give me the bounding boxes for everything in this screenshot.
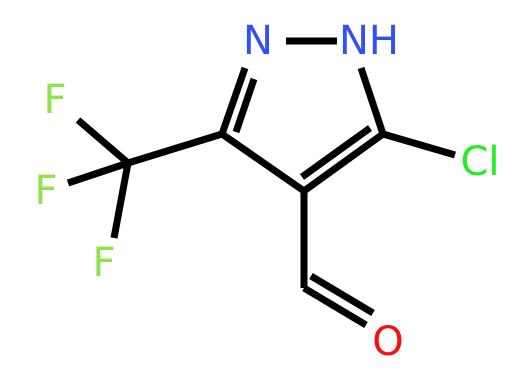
bond-n2-c5 [357, 66, 387, 136]
bond-cf3-f2 [66, 159, 130, 187]
bond-c4-c3 [220, 131, 306, 194]
atom-f-bottom: F [92, 240, 115, 286]
atom-o: O [372, 319, 403, 365]
bond-c3-cf3 [126, 130, 224, 167]
bond-c5-c4-inner [299, 125, 373, 180]
bond-c3-n1-inner [232, 77, 258, 134]
atom-f-left: F [34, 168, 57, 214]
bond-cf3-f1 [75, 117, 131, 166]
bond-cho-o [302, 284, 368, 329]
bond-cf3-f3 [110, 162, 132, 239]
atom-cl: Cl [460, 139, 499, 185]
bond-c5-c4 [301, 131, 386, 194]
bond-c3-n1 [218, 66, 249, 136]
bond-cho-o-inner [309, 272, 375, 317]
atom-n: N [243, 18, 273, 64]
atom-f-top: F [43, 77, 66, 123]
atom-nh: NH [339, 18, 399, 64]
bond-c5-cl [382, 130, 456, 159]
